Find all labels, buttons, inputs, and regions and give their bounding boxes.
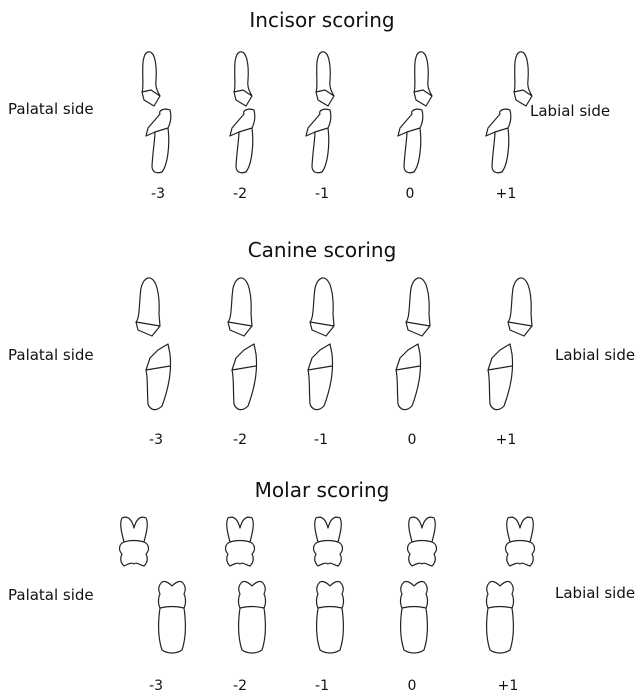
incisor-upper-tooth-outline xyxy=(514,52,532,106)
molar-upper-tooth-outline xyxy=(408,517,437,566)
molar-score-label: 0 xyxy=(392,678,432,694)
canine-upper-tooth-icon xyxy=(302,268,342,348)
canine-lower-tooth-outline xyxy=(396,344,421,410)
incisor-score-label: +1 xyxy=(486,186,526,202)
incisor-lower-tooth-icon xyxy=(140,104,180,184)
canine-lower-tooth-outline xyxy=(232,344,257,410)
incisor-score-label: -2 xyxy=(220,186,260,202)
incisor-section-title: Incisor scoring xyxy=(0,8,644,32)
canine-lower-tooth-icon xyxy=(300,340,340,420)
molar-lower-tooth-icon xyxy=(232,572,272,652)
molar-lower-tooth-icon xyxy=(310,572,350,652)
incisor-upper-tooth-outline xyxy=(142,52,160,106)
molar-score-label: -3 xyxy=(136,678,176,694)
incisor-labial-label: Labial side xyxy=(530,102,610,120)
canine-upper-tooth-outline xyxy=(406,278,430,336)
canine-score-label: 0 xyxy=(392,432,432,448)
incisor-score-label: 0 xyxy=(390,186,430,202)
canine-score-label: -3 xyxy=(136,432,176,448)
canine-score-label: -1 xyxy=(301,432,341,448)
canine-lower-tooth-icon xyxy=(388,340,428,420)
incisor-lower-tooth-outline xyxy=(398,109,423,173)
canine-score-label: +1 xyxy=(486,432,526,448)
molar-upper-tooth-outline xyxy=(506,517,535,566)
molar-score-label: -1 xyxy=(302,678,342,694)
incisor-lower-tooth-icon xyxy=(224,104,264,184)
canine-section-title: Canine scoring xyxy=(0,238,644,262)
canine-upper-tooth-icon xyxy=(500,268,540,348)
canine-labial-label: Labial side xyxy=(555,346,635,364)
molar-lower-tooth-outline xyxy=(159,581,186,653)
canine-upper-tooth-outline xyxy=(508,278,532,336)
molar-palatal-label: Palatal side xyxy=(8,586,94,604)
incisor-lower-tooth-icon xyxy=(392,104,432,184)
molar-score-label: +1 xyxy=(488,678,528,694)
molar-lower-tooth-icon xyxy=(394,572,434,652)
canine-lower-tooth-outline xyxy=(308,344,333,410)
incisor-palatal-label: Palatal side xyxy=(8,100,94,118)
incisor-lower-tooth-icon xyxy=(300,104,340,184)
incisor-lower-tooth-outline xyxy=(486,109,511,173)
molar-lower-tooth-outline xyxy=(487,581,514,653)
molar-upper-tooth-outline xyxy=(314,517,343,566)
incisor-lower-tooth-outline xyxy=(146,109,171,173)
molar-labial-label: Labial side xyxy=(555,584,635,602)
canine-upper-tooth-outline xyxy=(310,278,334,336)
molar-upper-tooth-outline xyxy=(120,517,149,566)
canine-lower-tooth-icon xyxy=(224,340,264,420)
molar-lower-tooth-icon xyxy=(152,572,192,652)
incisor-lower-tooth-outline xyxy=(306,109,331,173)
canine-upper-tooth-icon xyxy=(128,268,168,348)
molar-lower-tooth-outline xyxy=(401,581,428,653)
canine-lower-tooth-icon xyxy=(138,340,178,420)
molar-lower-tooth-outline xyxy=(317,581,344,653)
incisor-upper-tooth-outline xyxy=(316,52,334,106)
molar-section-title: Molar scoring xyxy=(0,478,644,502)
incisor-lower-tooth-icon xyxy=(480,104,520,184)
molar-upper-tooth-outline xyxy=(226,517,255,566)
canine-palatal-label: Palatal side xyxy=(8,346,94,364)
canine-upper-tooth-outline xyxy=(136,278,160,336)
incisor-upper-tooth-outline xyxy=(234,52,252,106)
canine-score-label: -2 xyxy=(220,432,260,448)
canine-upper-tooth-icon xyxy=(398,268,438,348)
incisor-lower-tooth-outline xyxy=(230,109,255,173)
molar-lower-tooth-outline xyxy=(239,581,266,653)
incisor-score-label: -3 xyxy=(138,186,178,202)
canine-upper-tooth-icon xyxy=(220,268,260,348)
molar-lower-tooth-icon xyxy=(480,572,520,652)
canine-lower-tooth-icon xyxy=(480,340,520,420)
incisor-score-label: -1 xyxy=(302,186,342,202)
incisor-upper-tooth-outline xyxy=(414,52,432,106)
molar-upper-tooth-icon xyxy=(114,508,154,588)
molar-score-label: -2 xyxy=(220,678,260,694)
canine-lower-tooth-outline xyxy=(146,344,171,410)
canine-upper-tooth-outline xyxy=(228,278,252,336)
canine-lower-tooth-outline xyxy=(488,344,513,410)
